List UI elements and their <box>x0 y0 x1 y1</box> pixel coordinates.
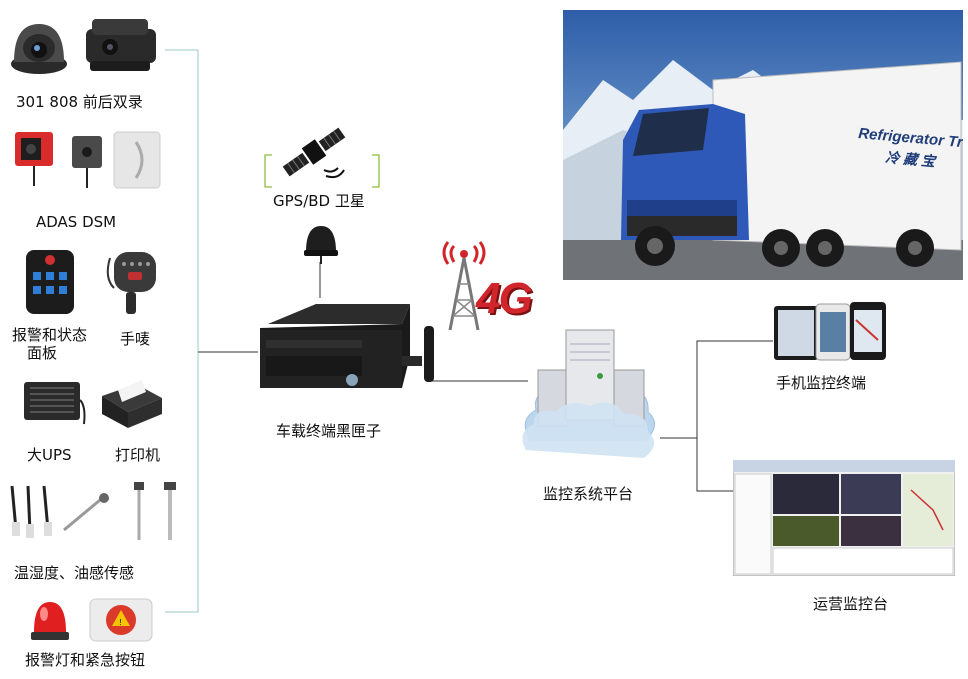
printer-icon <box>102 380 162 428</box>
adas-display-icon <box>113 131 161 189</box>
sensors-label: 温湿度、油感传感 <box>14 564 135 582</box>
temperature-sensor-icon <box>10 485 52 538</box>
network-label: 4G <box>476 274 533 323</box>
gps-antenna-icon <box>304 226 338 264</box>
cloud-to-mobile-line <box>660 340 773 439</box>
emergency-button-icon: ! <box>89 598 153 642</box>
cloud-to-console-line <box>696 438 733 492</box>
satellite-bracket-left <box>264 154 272 188</box>
device-column-bracket <box>165 49 199 613</box>
alarm-light-label: 报警灯和紧急按钮 <box>25 651 146 669</box>
alarm-panel-label-line2: 面板 <box>27 344 58 362</box>
platform-label: 监控系统平台 <box>543 485 634 503</box>
handheld-mic-icon <box>106 252 156 314</box>
cameras-label: 301 808 前后双录 <box>16 93 143 111</box>
ops-console-screen-icon <box>733 460 955 576</box>
truck-text-line2: 冷 藏 宝 <box>885 149 938 169</box>
adas-camera-icon <box>15 132 53 186</box>
satellite-label: GPS/BD 卫星 <box>273 192 365 210</box>
alarm-panel-label-line1: 报警和状态 <box>12 326 88 344</box>
printer-label: 打印机 <box>115 446 161 464</box>
ops-label: 运营监控台 <box>813 595 889 613</box>
ups-label: 大UPS <box>27 446 72 464</box>
alarm-light-icon <box>31 602 69 640</box>
mdvr-label: 车载终端黑匣子 <box>276 422 382 440</box>
satellite-bracket-right <box>372 154 380 188</box>
mobile-label: 手机监控终端 <box>776 374 867 392</box>
ups-icon <box>24 382 86 425</box>
dsm-camera-icon <box>72 136 102 188</box>
adas-label: ADAS DSM <box>36 213 117 231</box>
mobile-devices-icon <box>774 302 886 361</box>
dual-camera-icon <box>86 19 156 71</box>
satellite-icon <box>282 127 346 179</box>
humidity-sensor-icon <box>63 493 109 532</box>
refrigerator-truck-photo: Refrigerator Truck 冷 藏 宝 <box>563 10 963 280</box>
handheld-mic-label: 手唛 <box>120 330 151 348</box>
svg-text:!: ! <box>119 618 122 627</box>
cloud-server-icon <box>522 329 655 458</box>
4g-tower-icon <box>442 241 486 331</box>
alarm-panel-icon <box>26 250 74 314</box>
dome-camera-icon <box>11 24 67 74</box>
fuel-sensor-icon <box>134 482 176 540</box>
mdvr-box-icon <box>260 304 434 388</box>
